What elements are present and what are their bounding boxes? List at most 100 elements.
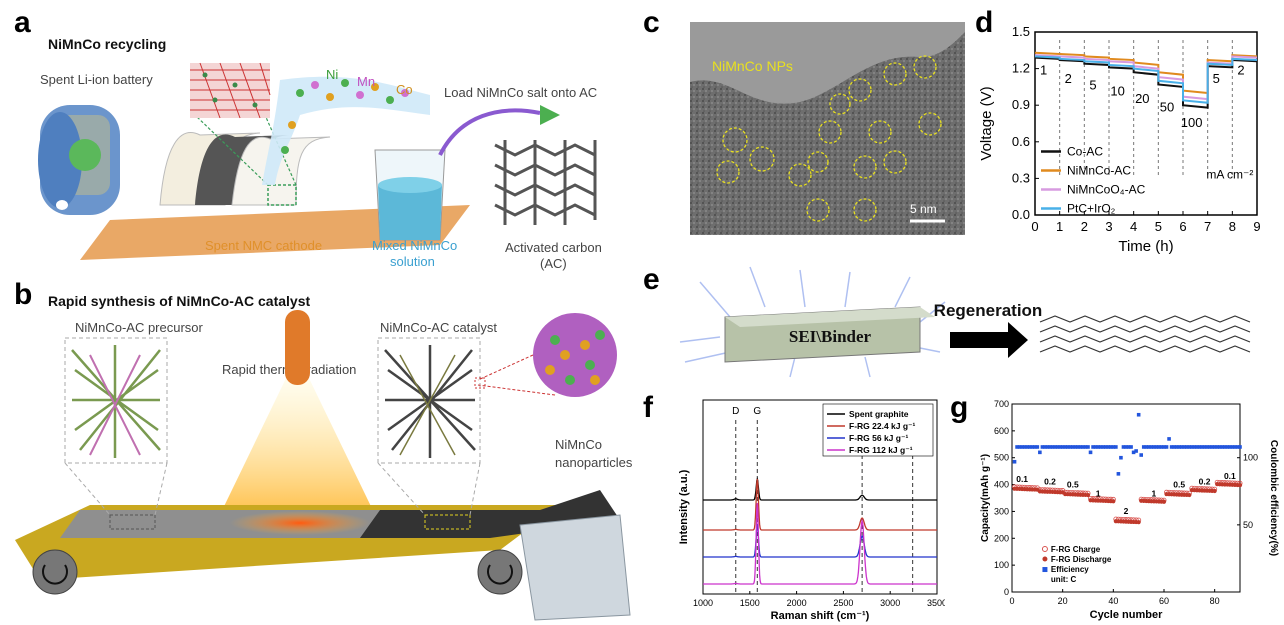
x-tick-label: 80 bbox=[1210, 596, 1220, 606]
x-tick-label: 2500 bbox=[833, 598, 853, 608]
efficiency-point bbox=[1116, 472, 1121, 476]
series-line bbox=[1034, 51, 1258, 95]
efficiency-point bbox=[1129, 445, 1133, 449]
battery-icon bbox=[38, 105, 120, 215]
nmc-crystal-icon bbox=[190, 62, 271, 119]
efficiency-point bbox=[1035, 445, 1040, 449]
y-tick-label: 700 bbox=[994, 399, 1009, 409]
x-tick-label: 7 bbox=[1204, 219, 1211, 234]
efficiency-point bbox=[1093, 445, 1098, 449]
y-tick-label: 0.3 bbox=[1012, 170, 1030, 185]
efficiency-point bbox=[1121, 445, 1126, 449]
efficiency-point bbox=[1139, 453, 1143, 457]
efficiency-point bbox=[1238, 445, 1242, 449]
rate-label: 0.1 bbox=[1224, 471, 1236, 481]
cathode-sheet bbox=[80, 205, 470, 260]
legend-swatch bbox=[1042, 556, 1048, 562]
current-density-label: 5 bbox=[1213, 71, 1220, 86]
efficiency-point bbox=[1103, 445, 1108, 449]
load-salt-label: Load NiMnCo salt onto AC bbox=[444, 85, 598, 100]
current-density-label: 50 bbox=[1160, 99, 1174, 114]
y-tick-label: 1.2 bbox=[1012, 61, 1030, 76]
rate-label: 0.2 bbox=[1199, 477, 1211, 487]
efficiency-point bbox=[1027, 445, 1032, 449]
metal-ions bbox=[281, 79, 409, 154]
efficiency-point bbox=[1144, 445, 1149, 449]
cathode-label: Spent NMC cathode bbox=[205, 238, 323, 253]
x-tick-label: 5 bbox=[1155, 219, 1162, 234]
efficiency-point bbox=[1202, 445, 1207, 449]
efficiency-point bbox=[1055, 445, 1060, 449]
current-density-label: 5 bbox=[1089, 77, 1096, 92]
separator-sheet-2 bbox=[231, 136, 331, 206]
efficiency-point bbox=[1058, 445, 1062, 449]
tem-np-label: NiMnCo NPs bbox=[712, 58, 793, 74]
efficiency-point bbox=[1030, 445, 1035, 449]
y-tick-label: 400 bbox=[994, 480, 1009, 490]
x-tick-label: 1 bbox=[1056, 219, 1063, 234]
y2-axis-label: Coulombic efficiency(%) bbox=[1268, 440, 1279, 556]
efficiency-point bbox=[1114, 445, 1118, 449]
rate-label: 1 bbox=[1151, 489, 1156, 499]
y-axis-label: Voltage (V) bbox=[978, 86, 995, 160]
efficiency-point bbox=[1076, 445, 1080, 449]
efficiency-point bbox=[1195, 445, 1199, 449]
efficiency-point bbox=[1149, 445, 1154, 449]
efficiency-point bbox=[1197, 445, 1202, 449]
legend-label: F-RG Charge bbox=[1051, 545, 1101, 554]
y-tick-label: 1.5 bbox=[1012, 24, 1030, 39]
heater-rod-icon bbox=[285, 310, 310, 385]
panel-b-title: Rapid synthesis of NiMnCo-AC catalyst bbox=[48, 293, 311, 309]
solution-label-2: solution bbox=[390, 254, 435, 269]
beaker-icon bbox=[374, 149, 446, 241]
y-tick-label: 0.0 bbox=[1012, 207, 1030, 222]
discharge-point bbox=[1187, 492, 1192, 498]
y-tick-label: 0.6 bbox=[1012, 134, 1030, 149]
y-tick-label: 0.9 bbox=[1012, 97, 1030, 112]
efficiency-point bbox=[1098, 445, 1103, 449]
efficiency-point bbox=[1086, 445, 1090, 449]
series-line bbox=[1034, 54, 1258, 101]
rate-label: 0.5 bbox=[1173, 479, 1185, 489]
efficiency-point bbox=[1063, 445, 1067, 449]
spectrum-line bbox=[703, 478, 937, 531]
series-line bbox=[1034, 55, 1258, 104]
efficiency-point bbox=[1136, 412, 1141, 417]
x-axis-label: Time (h) bbox=[1118, 238, 1173, 255]
efficiency-point bbox=[1147, 445, 1151, 449]
y2-tick-label: 50 bbox=[1243, 520, 1253, 530]
panel-e-label: e bbox=[643, 263, 660, 296]
legend-label: F-RG 56 kJ g⁻¹ bbox=[849, 433, 908, 443]
efficiency-point bbox=[1210, 445, 1214, 449]
efficiency-point bbox=[1068, 445, 1073, 449]
y-tick-label: 500 bbox=[994, 453, 1009, 463]
efficiency-point bbox=[1078, 445, 1083, 449]
y-tick-label: 100 bbox=[994, 560, 1009, 570]
panel-b-illustration bbox=[15, 310, 631, 621]
current-density-label: 2 bbox=[1065, 71, 1072, 86]
discharge-point bbox=[1136, 520, 1141, 525]
efficiency-point bbox=[1033, 445, 1037, 449]
spectrum-line bbox=[703, 476, 937, 501]
efficiency-point bbox=[1124, 445, 1128, 449]
efficiency-point bbox=[1022, 445, 1027, 449]
efficiency-point bbox=[1177, 445, 1181, 449]
legend-label: NiMnCo-AC bbox=[1067, 164, 1131, 178]
rate-label: 0.2 bbox=[1044, 477, 1056, 487]
efficiency-point bbox=[1111, 445, 1116, 449]
efficiency-point bbox=[1106, 445, 1111, 449]
nanoparticles-label-2: nanoparticles bbox=[555, 455, 633, 470]
efficiency-point bbox=[1053, 445, 1057, 449]
spectrum-line bbox=[703, 502, 937, 585]
spectrum-line bbox=[703, 523, 937, 558]
x-tick-label: 3 bbox=[1105, 219, 1112, 234]
efficiency-point bbox=[1220, 445, 1225, 449]
x-tick-label: 2000 bbox=[787, 598, 807, 608]
x-tick-label: 3500 bbox=[927, 598, 945, 608]
efficiency-point bbox=[1045, 445, 1050, 449]
peak-label: D bbox=[732, 406, 739, 417]
nanoparticle-sphere-icon bbox=[533, 313, 617, 397]
y-tick-label: 200 bbox=[994, 533, 1009, 543]
efficiency-point bbox=[1025, 445, 1029, 449]
binder-fibers bbox=[679, 266, 946, 378]
